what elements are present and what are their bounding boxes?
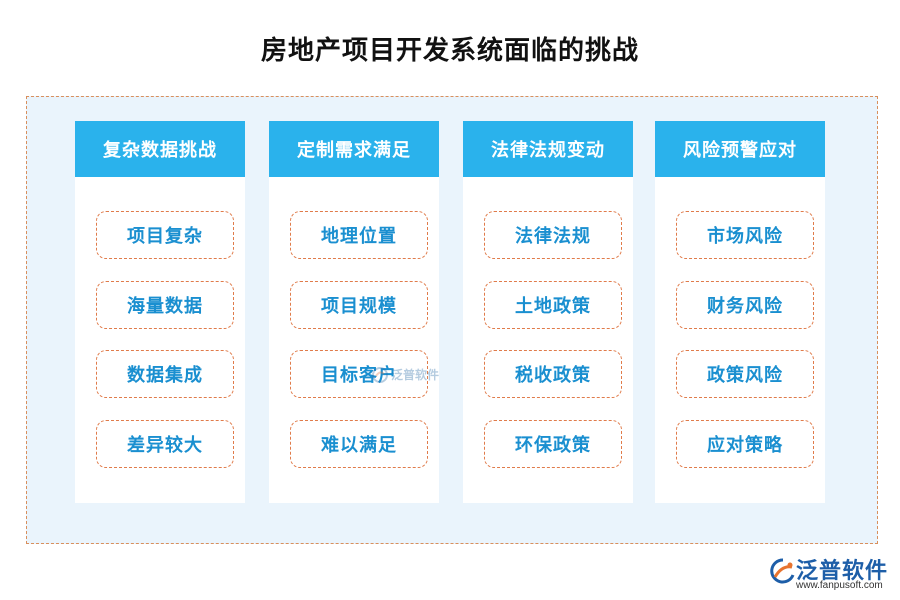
challenge-item: 财务风险 [676,281,814,329]
column-complex-data: 复杂数据挑战 项目复杂 海量数据 数据集成 差异较大 [75,121,245,503]
column-header: 法律法规变动 [463,121,633,177]
challenge-item: 环保政策 [484,420,622,468]
column-risk-warning: 风险预警应对 市场风险 财务风险 政策风险 应对策略 [655,121,825,503]
challenge-item: 难以满足 [290,420,428,468]
challenge-item: 法律法规 [484,211,622,259]
column-header: 风险预警应对 [655,121,825,177]
challenge-item: 税收政策 [484,350,622,398]
brand-logo: 泛普软件 www.fanpusoft.com [770,553,892,595]
watermark-text: 泛普软件 [391,368,440,382]
fanpu-logo-icon [372,366,388,383]
logo-name: 泛普软件 [796,559,889,584]
challenge-item: 数据集成 [96,350,234,398]
challenge-item: 项目复杂 [96,211,234,259]
challenge-item: 土地政策 [484,281,622,329]
column-law-changes: 法律法规变动 法律法规 土地政策 税收政策 环保政策 [463,121,633,503]
challenge-item: 应对策略 [676,420,814,468]
column-custom-needs: 定制需求满足 地理位置 项目规模 目标客户 难以满足 [269,121,439,503]
challenge-item: 差异较大 [96,420,234,468]
column-header: 复杂数据挑战 [75,121,245,177]
challenge-item: 海量数据 [96,281,234,329]
diagram-title: 房地产项目开发系统面临的挑战 [260,36,639,66]
watermark: 泛普软件 [372,366,439,383]
column-header: 定制需求满足 [269,121,439,177]
challenge-item: 政策风险 [676,350,814,398]
fanpu-logo-icon [770,558,795,584]
challenge-item: 项目规模 [290,281,428,329]
challenge-item: 目标客户 [290,350,428,398]
challenge-item: 市场风险 [676,211,814,259]
logo-url: www.fanpusoft.com [796,580,883,591]
challenge-item: 地理位置 [290,211,428,259]
